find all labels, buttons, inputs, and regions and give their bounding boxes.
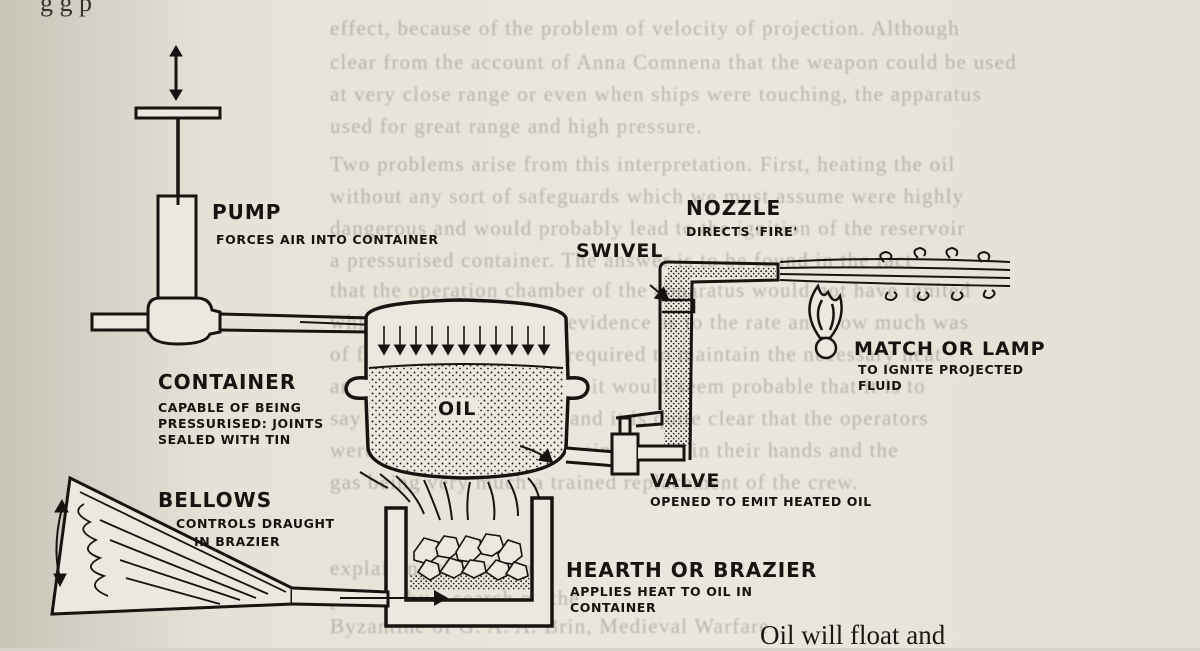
match-desc-2: FLUID [858, 378, 903, 393]
bellows [50, 475, 448, 616]
bellows-pleats [77, 491, 287, 605]
bellows-desc-1: CONTROLS DRAUGHT [176, 516, 335, 531]
fire-jet [779, 246, 1011, 302]
hearth-desc-1: APPLIES HEAT TO OIL IN [570, 584, 753, 599]
valve-description: OPENED TO EMIT HEATED OIL [650, 494, 872, 509]
oil-label: OIL [436, 398, 479, 420]
bleed-through-text: dangerous and would probably lead to the… [330, 216, 966, 240]
bleed-through-text: effect, because of the problem of veloci… [330, 16, 960, 40]
bellows-title: BELLOWS [158, 488, 273, 512]
nozzle-description: DIRECTS 'FIRE' [686, 224, 798, 239]
hearth [384, 496, 554, 628]
air-inlet-pipe [90, 312, 150, 332]
bleed-through-text: at very close range or even when ships w… [330, 82, 982, 106]
outlet-pipe [565, 260, 780, 476]
pump-description: FORCES AIR INTO CONTAINER [216, 232, 439, 247]
heat-waves [359, 471, 541, 521]
container-desc-1: CAPABLE OF BEING [158, 400, 302, 415]
page-bottom-partial-line: Oil will float and [760, 620, 946, 650]
swivel-pointer [649, 284, 670, 302]
bleed-through-text: without any sort of safeguards which we … [330, 184, 965, 208]
bellows-desc-2: IN BRAZIER [194, 534, 281, 549]
valve-body [610, 432, 640, 476]
pump-cylinder [156, 194, 198, 300]
page-top-partial-line: g g p [40, 0, 92, 17]
hearth-title: HEARTH OR BRAZIER [566, 558, 818, 582]
oil-fill [369, 364, 564, 476]
oil-flow-arrow [519, 445, 554, 464]
pump-valve-body [146, 296, 222, 346]
bleed-through-text: Two problems arise from this interpretat… [330, 152, 956, 176]
bellows-motion-arrow [55, 507, 63, 579]
container-desc-3: SEALED WITH TIN [158, 432, 291, 447]
container-title: CONTAINER [158, 370, 297, 394]
container-desc-2: PRESSURISED: JOINTS [158, 416, 324, 431]
bleed-through-text: used for great range and high pressure. [330, 114, 703, 138]
match-flame [808, 283, 843, 360]
pump [90, 45, 404, 346]
pump-handle [134, 106, 222, 120]
swivel-label: SWIVEL [576, 240, 664, 262]
coals [413, 533, 529, 581]
match-desc-1: TO IGNITE PROJECTED [858, 362, 1024, 377]
swivel-joint [662, 298, 696, 314]
pressure-arrows [377, 326, 551, 356]
valve-title: VALVE [650, 470, 721, 492]
bleed-through-text: clear from the account of Anna Comnena t… [330, 50, 1017, 74]
nozzle-title: NOZZLE [686, 196, 782, 220]
match-title: MATCH OR LAMP [854, 338, 1046, 360]
pump-title: PUMP [212, 200, 282, 224]
container [344, 298, 590, 480]
hearth-desc-2: CONTAINER [570, 600, 657, 615]
